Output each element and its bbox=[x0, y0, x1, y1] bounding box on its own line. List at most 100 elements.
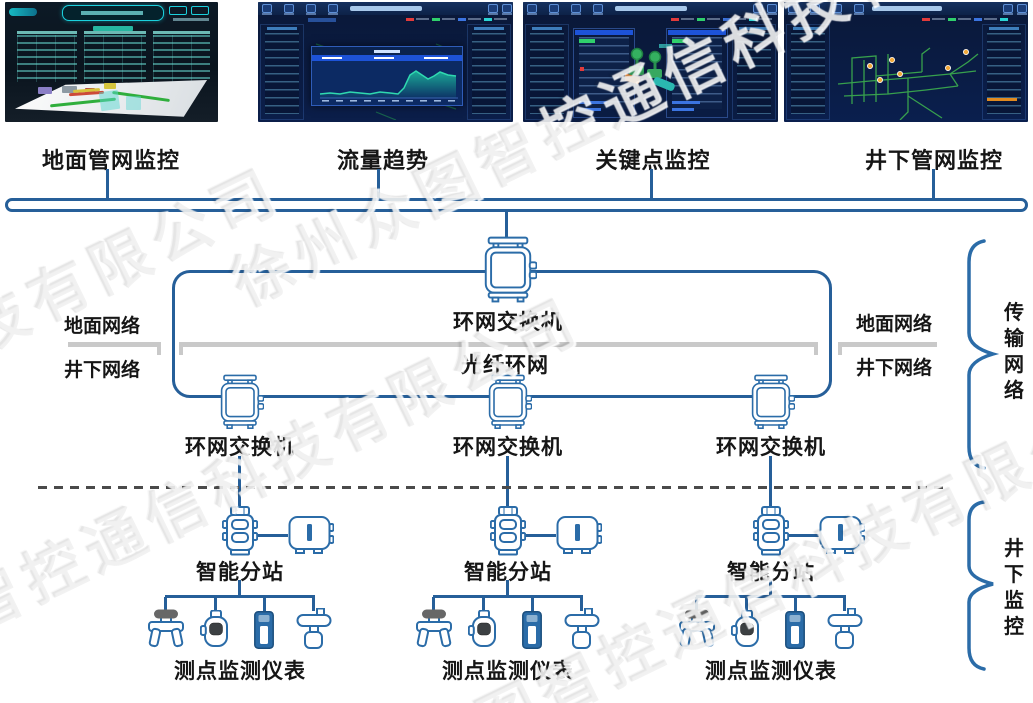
instrument-drop bbox=[531, 597, 534, 611]
valve-sensor-icon bbox=[827, 608, 863, 650]
mock-side-panel bbox=[525, 24, 569, 120]
flow-meter-icon bbox=[147, 609, 185, 649]
instrument-bus-1 bbox=[165, 595, 315, 598]
label-core-ring-switch: 环网交换机 bbox=[453, 311, 563, 334]
surface-underground-divider-mid bbox=[183, 342, 816, 347]
instrument-drop bbox=[482, 597, 485, 611]
label-substation-3: 智能分站 bbox=[727, 561, 815, 584]
mock-3d-platform bbox=[15, 80, 209, 120]
label-underground-network-left: 井下网络 bbox=[63, 360, 140, 381]
connector-screen1-bus bbox=[106, 169, 109, 200]
screenshot-key-point-monitoring bbox=[523, 2, 778, 122]
mock-datetime bbox=[173, 18, 209, 21]
label-substation-2: 智能分站 bbox=[464, 561, 552, 584]
psu-icon-3 bbox=[819, 515, 865, 555]
divider-tick bbox=[179, 342, 183, 355]
mock-side-panel bbox=[982, 24, 1026, 120]
mock-header-plaque bbox=[62, 5, 164, 21]
pressure-gauge-icon bbox=[731, 610, 763, 648]
mock-trend-modal bbox=[311, 46, 463, 106]
substation-icon-2 bbox=[490, 506, 526, 556]
instrument-bus-2 bbox=[433, 595, 583, 598]
instrument-drop bbox=[432, 597, 435, 611]
mock-button bbox=[169, 6, 187, 15]
screenshot-flow-trend bbox=[258, 2, 513, 122]
ring-switch-icon-1 bbox=[216, 374, 264, 432]
screenshot-surface-pipe-monitoring bbox=[5, 2, 218, 122]
label-instruments-3: 测点监测仪表 bbox=[705, 660, 837, 683]
label-underground-network-right: 井下网络 bbox=[855, 358, 932, 379]
instrument-drop bbox=[214, 597, 217, 611]
connector-substation2-instruments bbox=[506, 580, 509, 596]
handheld-meter-icon bbox=[785, 611, 805, 649]
mock-side-panel bbox=[467, 24, 511, 120]
connector-switch3-substation3 bbox=[769, 456, 772, 510]
mock-title bbox=[615, 6, 687, 11]
caption-key-point-monitoring: 关键点监控 bbox=[595, 148, 711, 173]
mock-valve-panel-right bbox=[666, 28, 728, 118]
valve-sensor-icon bbox=[564, 608, 600, 650]
handheld-meter-icon bbox=[522, 611, 542, 649]
mock-tab bbox=[308, 18, 336, 22]
connector-substation2-psu bbox=[526, 534, 556, 537]
instrument-drop bbox=[580, 597, 583, 611]
surface-underground-divider-left bbox=[68, 342, 160, 347]
caption-surface-pipe-monitoring: 地面管网监控 bbox=[41, 148, 180, 173]
label-surface-network-left: 地面网络 bbox=[63, 316, 140, 337]
ring-switch-icon-3 bbox=[747, 374, 795, 432]
core-ring-switch-icon bbox=[479, 236, 537, 306]
connector-substation1-psu bbox=[258, 534, 288, 537]
substation-icon-3 bbox=[753, 506, 789, 556]
pressure-gauge-icon bbox=[468, 610, 500, 648]
connector-switch1-substation1 bbox=[238, 456, 241, 510]
instrument-drop bbox=[263, 597, 266, 611]
flow-meter-icon bbox=[415, 609, 453, 649]
instrument-drop bbox=[164, 597, 167, 611]
substation-icon-1 bbox=[222, 506, 258, 556]
mock-side-panel bbox=[732, 24, 776, 120]
mock-side-panel bbox=[786, 24, 830, 120]
divider-tick bbox=[814, 342, 818, 355]
label-surface-network-right: 地面网络 bbox=[855, 314, 932, 335]
psu-icon-1 bbox=[288, 515, 334, 555]
label-ring-switch-3: 环网交换机 bbox=[716, 436, 826, 459]
flow-meter-icon bbox=[678, 609, 716, 649]
connector-substation1-instruments bbox=[238, 580, 241, 596]
brace-transmission-network bbox=[967, 239, 1000, 470]
psu-icon-2 bbox=[556, 515, 602, 555]
mock-data-table bbox=[153, 31, 210, 82]
mock-data-table bbox=[17, 31, 77, 82]
mock-side-panel bbox=[260, 24, 304, 120]
mock-title bbox=[350, 6, 422, 11]
caption-flow-trend: 流量趋势 bbox=[336, 148, 429, 173]
screenshot-underground-pipe-monitoring bbox=[784, 2, 1028, 122]
connector-bus-core-switch bbox=[505, 210, 508, 240]
connector-substation3-instruments bbox=[769, 580, 772, 596]
dashed-divider bbox=[38, 486, 945, 489]
connector-screen2-bus bbox=[377, 169, 380, 200]
brace-underground-monitoring bbox=[967, 500, 994, 671]
label-fiber-ring: 光纤环网 bbox=[461, 354, 549, 377]
connector-screen4-bus bbox=[932, 169, 935, 200]
label-instruments-1: 测点监测仪表 bbox=[174, 660, 306, 683]
mock-mine-map bbox=[837, 47, 979, 120]
instrument-drop bbox=[843, 597, 846, 611]
mock-subtitle bbox=[93, 26, 133, 31]
mock-title bbox=[872, 6, 942, 11]
connector-screen3-bus bbox=[650, 169, 653, 200]
backbone-bus bbox=[5, 198, 1028, 212]
mock-button bbox=[191, 6, 209, 15]
surface-underground-divider-right bbox=[842, 342, 937, 347]
label-instruments-2: 测点监测仪表 bbox=[442, 660, 574, 683]
handheld-meter-icon bbox=[254, 611, 274, 649]
label-ring-switch-1: 环网交换机 bbox=[185, 436, 295, 459]
instrument-bus-3 bbox=[696, 595, 846, 598]
mock-3d-valves bbox=[625, 44, 675, 91]
ring-switch-icon-2 bbox=[484, 374, 532, 432]
connector-switch2-substation2 bbox=[506, 456, 509, 510]
divider-tick bbox=[838, 342, 842, 355]
instrument-drop bbox=[794, 597, 797, 611]
divider-tick bbox=[157, 342, 161, 355]
caption-underground-pipe-monitoring: 井下管网监控 bbox=[864, 148, 1003, 173]
